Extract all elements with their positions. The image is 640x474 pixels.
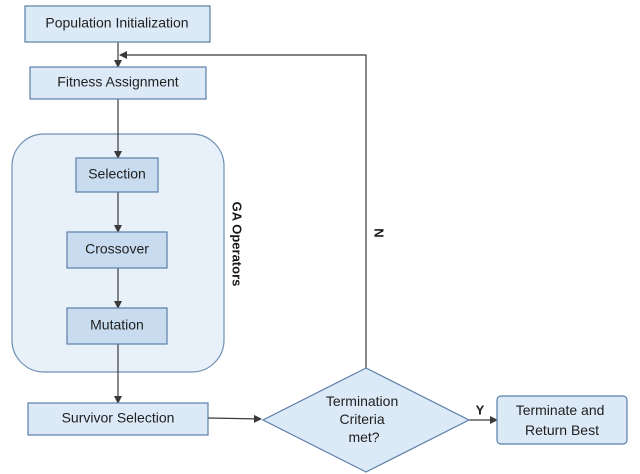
crossover-text: Crossover xyxy=(85,241,149,257)
fitness-assignment-text: Fitness Assignment xyxy=(57,74,178,90)
crossover-box xyxy=(66,231,168,269)
population-initialization-box xyxy=(24,5,211,43)
node-terminate-return-best: Terminate and Return Best xyxy=(496,395,628,445)
node-survivor-selection: Survivor Selection xyxy=(27,402,209,436)
ga-operators-label: GA Operators xyxy=(230,202,245,287)
edge-label-no: N xyxy=(372,228,387,237)
node-selection: Selection xyxy=(75,157,159,193)
terminate-return-box xyxy=(496,395,628,445)
fitness-assignment-box xyxy=(29,66,207,100)
node-termination-criteria: Termination Criteria met? xyxy=(261,367,471,473)
termination-diamond xyxy=(261,367,471,473)
terminate-return-line-2: Return Best xyxy=(525,422,599,438)
edges xyxy=(114,42,498,424)
edge-label-yes: Y xyxy=(476,402,485,417)
termination-line-3: met? xyxy=(348,429,379,445)
edge-termination-no-loop xyxy=(119,51,367,368)
selection-box xyxy=(75,157,159,193)
population-initialization-text: Population Initialization xyxy=(45,15,188,31)
selection-text: Selection xyxy=(88,166,146,182)
survivor-selection-text: Survivor Selection xyxy=(62,410,175,426)
node-fitness-assignment: Fitness Assignment xyxy=(29,66,207,100)
terminate-return-line-1: Terminate and xyxy=(516,402,605,418)
node-mutation: Mutation xyxy=(66,307,168,345)
edge-survivor-to-termination xyxy=(207,414,262,423)
termination-text: Termination Criteria met? xyxy=(326,393,402,445)
survivor-selection-box xyxy=(27,402,209,436)
mutation-text: Mutation xyxy=(90,317,144,333)
node-crossover: Crossover xyxy=(66,231,168,269)
termination-line-1: Termination xyxy=(326,393,398,409)
termination-line-2: Criteria xyxy=(339,411,384,427)
mutation-box xyxy=(66,307,168,345)
terminate-return-text: Terminate and Return Best xyxy=(516,402,609,438)
node-population-initialization: Population Initialization xyxy=(24,5,211,43)
